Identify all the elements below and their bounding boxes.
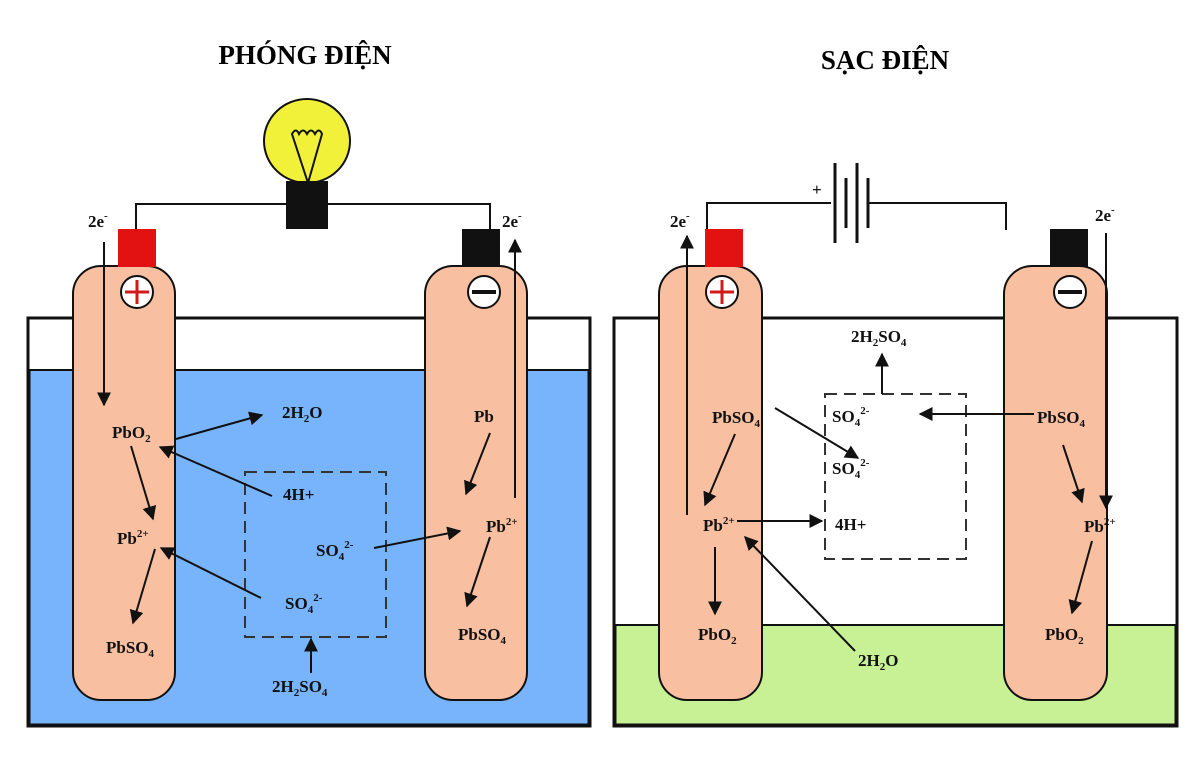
positive-terminal: [118, 229, 156, 267]
arrow-pb2-to-pbo2-right: [1068, 540, 1093, 615]
species-pb2-left: Pb2+: [117, 528, 149, 548]
species-4h-charge: 4H+: [835, 515, 866, 534]
arrow-pb2-to-pbso4-right: [464, 536, 491, 608]
species-so4-top: SO42-: [832, 405, 870, 429]
discharge-panel: PHÓNG ĐIỆN 2e- 2e-: [26, 40, 592, 728]
arrow-h2o-to-pb2: [744, 535, 856, 652]
species-so4-b: SO42-: [285, 592, 323, 616]
negative-terminal-charge: [1050, 229, 1088, 267]
charge-wire-right: [869, 202, 1007, 230]
charge-title: SẠC ĐIỆN: [821, 45, 950, 75]
species-pbo2: PbO2: [112, 423, 151, 445]
species-4h: 4H+: [283, 485, 314, 504]
plus-sign-icon: [120, 275, 154, 309]
positive-electrode: [72, 265, 176, 701]
species-pbso4-left: PbSO4: [106, 638, 155, 660]
species-h2o: 2H2O: [282, 403, 322, 425]
charge-panel: SẠC ĐIỆN + 2e- 2e-: [612, 45, 1179, 728]
arrow-pbo2-to-h2o: [175, 411, 264, 440]
species-pbso4-left-charge: PbSO4: [712, 408, 761, 430]
species-pbso4-right-charge: PbSO4: [1037, 408, 1086, 430]
electron-label-right-charge: 2e-: [1095, 204, 1115, 225]
arrow-so4-to-pb2-left: [159, 547, 262, 599]
species-pb2-right-charge: Pb2+: [1084, 516, 1116, 536]
arrow-so4-to-pb2-right: [373, 526, 462, 549]
minus-sign-icon: [1053, 275, 1087, 309]
species-pbo2-right-charge: PbO2: [1045, 625, 1084, 647]
species-h2so4: 2H2SO4: [272, 677, 328, 699]
minus-sign-icon: [467, 275, 501, 309]
arrow-pbso4-to-pb2-right: [1062, 444, 1085, 504]
species-so4-a: SO42-: [316, 539, 354, 563]
electron-label-left: 2e-: [88, 210, 108, 231]
discharge-reaction-arrows: [129, 411, 491, 673]
arrow-pb-to-pb2: [464, 432, 491, 496]
arrow-pb2-to-pbso4-left: [129, 548, 156, 625]
species-pb2-right: Pb2+: [486, 516, 518, 536]
species-h2so4-charge: 2H2SO4: [851, 327, 907, 349]
electron-label-right: 2e-: [502, 210, 522, 231]
positive-terminal-charge: [705, 229, 743, 267]
species-pbso4-right: PbSO4: [458, 625, 507, 647]
species-pbo2-left-charge: PbO2: [698, 625, 737, 647]
battery-plus-label: +: [812, 180, 822, 199]
species-pb: Pb: [474, 407, 494, 426]
charge-wire: [706, 202, 831, 230]
negative-terminal: [462, 229, 500, 267]
species-pb2-left-charge: Pb2+: [703, 515, 735, 535]
charge-reaction-arrows: [703, 352, 1093, 652]
light-bulb-icon: [263, 98, 351, 229]
arrow-pbo2-to-pb2: [130, 445, 157, 521]
discharge-title: PHÓNG ĐIỆN: [218, 40, 392, 70]
battery-source-icon: [833, 163, 870, 243]
species-so4-mid: SO42-: [832, 457, 870, 481]
plus-sign-icon: [705, 275, 739, 309]
arrow-pbso4-to-pb2-left: [703, 433, 736, 507]
species-h2o-charge: 2H2O: [858, 651, 898, 673]
arrow-pbso4-left-to-so4: [774, 407, 860, 459]
arrow-4h-to-pbo2: [158, 445, 273, 497]
electron-label-left-charge: 2e-: [670, 210, 690, 231]
